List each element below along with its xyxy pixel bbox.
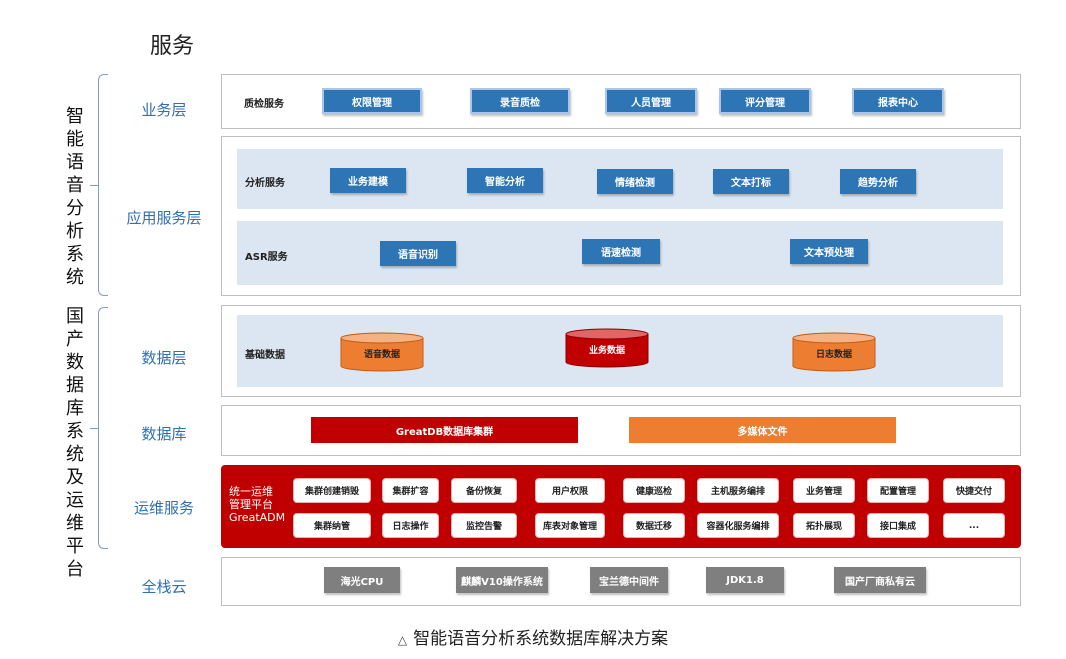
ops-item-user-permission: 用户权限 (535, 478, 605, 503)
asr-item-recognition: 语音识别 (380, 241, 456, 266)
analysis-service-panel: 分析服务 业务建模 智能分析 情绪检测 文本打标 趋势分析 (237, 149, 1003, 209)
layer-label-business: 业务层 (141, 101, 187, 119)
base-data-panel: 基础数据 语音数据 业务数据 日志数据 (237, 315, 1003, 387)
cloud-item-os: 麒麟V10操作系统 (456, 567, 548, 593)
analysis-item-smart: 智能分析 (467, 168, 543, 193)
bracket-db-platform (98, 307, 108, 549)
caption-text: 智能语音分析系统数据库解决方案 (413, 629, 669, 649)
ops-item-business-mgmt: 业务管理 (793, 478, 855, 503)
cloud-item-jdk: JDK1.8 (706, 567, 784, 593)
ops-item-cluster-expand: 集群扩容 (382, 478, 439, 503)
ops-platform-line2: 管理平台 (229, 498, 273, 511)
figure-caption: △ 智能语音分析系统数据库解决方案 (0, 624, 1066, 649)
quality-service-label: 质检服务 (244, 99, 284, 110)
cloud-item-middleware: 宝兰德中间件 (590, 567, 668, 593)
bracket-voice-system (98, 74, 108, 296)
ops-item-health-check: 健康巡检 (623, 478, 685, 503)
ops-item-api-integration: 接口集成 (867, 513, 929, 538)
ops-platform-line3: GreatADM (229, 511, 286, 524)
business-item-report: 报表中心 (852, 88, 944, 114)
layer-label-data: 数据层 (141, 349, 187, 367)
cylinder-log-data: 日志数据 (792, 332, 876, 372)
asr-item-preprocess: 文本预处理 (790, 239, 868, 264)
ops-item-log-ops: 日志操作 (382, 513, 439, 538)
analysis-item-trend: 趋势分析 (840, 169, 916, 194)
ops-item-cluster-create: 集群创建销毁 (293, 478, 371, 503)
cylinder-log-shape (792, 332, 876, 372)
ops-item-topology: 拓扑展现 (793, 513, 855, 538)
page-title: 服务 (150, 34, 195, 59)
ops-item-container-orchestration: 容器化服务编排 (697, 513, 779, 538)
business-item-scoring: 评分管理 (719, 88, 811, 114)
cloud-item-cpu: 海光CPU (324, 567, 400, 593)
business-item-permission: 权限管理 (322, 88, 422, 114)
layer-label-database: 数据库 (141, 425, 187, 443)
cylinder-voice-label: 语音数据 (363, 350, 400, 360)
ops-layer-panel: 统一运维 管理平台 GreatADM 集群创建销毁 集群扩容 备份恢复 用户权限… (221, 465, 1021, 548)
group-label-voice-system: 智能语音分析系统 (66, 106, 84, 288)
multimedia-files-bar: 多媒体文件 (629, 417, 896, 443)
cylinder-log-label: 日志数据 (815, 350, 852, 360)
layer-label-app: 应用服务层 (126, 209, 202, 227)
group-label-db-platform: 国产数据库系统及运维平台 (66, 306, 84, 580)
bracket-tick-db-platform (90, 428, 98, 429)
cylinder-business-shape (565, 328, 649, 368)
bracket-tick-voice-system (90, 185, 98, 186)
database-layer-panel: GreatDB数据库集群 多媒体文件 (221, 405, 1021, 456)
business-item-recording-qc: 录音质检 (470, 88, 570, 114)
cylinder-business-label: 业务数据 (588, 346, 625, 356)
ops-item-backup: 备份恢复 (451, 478, 517, 503)
ops-platform-line1: 统一运维 (229, 485, 273, 498)
ops-item-monitoring: 监控告警 (451, 513, 517, 538)
greatdb-cluster-bar: GreatDB数据库集群 (311, 417, 578, 443)
ops-item-object-mgmt: 库表对象管理 (535, 513, 605, 538)
cylinder-business-data: 业务数据 (565, 328, 649, 368)
ops-item-config-mgmt: 配置管理 (867, 478, 929, 503)
analysis-item-tagging: 文本打标 (713, 169, 789, 194)
asr-service-panel: ASR服务 语音识别 语速检测 文本预处理 (237, 221, 1003, 285)
analysis-service-label: 分析服务 (245, 178, 285, 189)
analysis-item-emotion: 情绪检测 (597, 169, 673, 194)
layer-label-ops: 运维服务 (133, 499, 194, 517)
ops-item-cluster-manage: 集群纳管 (293, 513, 371, 538)
asr-service-label: ASR服务 (245, 252, 288, 263)
data-layer-panel: 基础数据 语音数据 业务数据 日志数据 (221, 305, 1021, 397)
asr-item-speed: 语速检测 (582, 239, 660, 264)
app-layer-panel: 分析服务 业务建模 智能分析 情绪检测 文本打标 趋势分析 ASR服务 语音识别… (221, 136, 1021, 296)
triangle-icon: △ (397, 633, 408, 647)
ops-item-data-migration: 数据迁移 (623, 513, 685, 538)
cloud-item-private-cloud: 国产厂商私有云 (834, 567, 926, 593)
business-item-staff: 人员管理 (605, 88, 697, 114)
ops-item-quick-delivery: 快捷交付 (943, 478, 1005, 503)
ops-platform-label: 统一运维 管理平台 GreatADM (229, 485, 291, 524)
ops-item-more: ... (943, 513, 1005, 538)
layer-label-cloud: 全栈云 (141, 578, 187, 596)
analysis-item-modeling: 业务建模 (330, 168, 406, 193)
cylinder-voice-data: 语音数据 (340, 332, 424, 372)
cylinder-voice-shape (340, 332, 424, 372)
business-layer-panel: 质检服务 权限管理 录音质检 人员管理 评分管理 报表中心 (221, 74, 1021, 129)
base-data-label: 基础数据 (245, 350, 285, 361)
ops-item-host-orchestration: 主机服务编排 (697, 478, 779, 503)
